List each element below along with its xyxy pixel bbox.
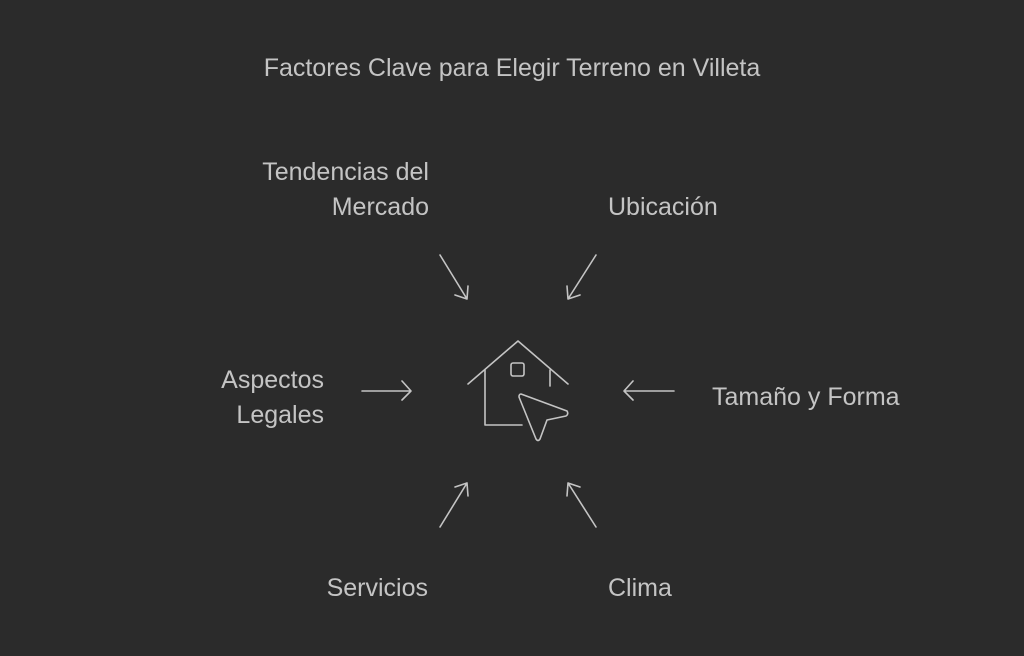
factor-size-shape: Tamaño y Forma	[712, 383, 900, 411]
arrow-icon	[439, 482, 469, 528]
factor-legal: Aspectos Legales	[221, 363, 324, 433]
arrow-icon	[566, 254, 597, 300]
factor-market-trends: Tendencias del Mercado	[262, 155, 429, 225]
factor-services: Servicios	[326, 574, 428, 602]
house-cursor-icon	[467, 340, 569, 442]
diagram-title: Factores Clave para Elegir Terreno en Vi…	[263, 54, 761, 82]
factor-label-line: Mercado	[331, 193, 429, 221]
factor-label-line: Tendencias del	[262, 158, 429, 186]
arrow-icon	[439, 254, 469, 300]
factor-label-line: Aspectos	[221, 366, 324, 394]
arrow-icon	[361, 380, 412, 401]
arrow-icon	[566, 482, 597, 528]
factor-location: Ubicación	[608, 193, 718, 221]
arrow-icon	[623, 380, 675, 401]
factor-label-line: Legales	[236, 401, 324, 429]
factor-climate: Clima	[608, 574, 672, 602]
